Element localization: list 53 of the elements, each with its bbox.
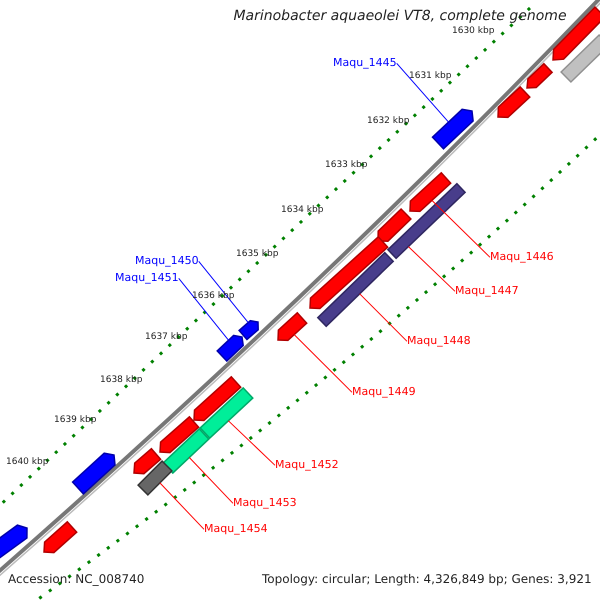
gene-label: Maqu_1450 [135,255,199,268]
tick-label: 1640 kbp [6,457,48,468]
leader-line [396,62,449,123]
gene-block [386,182,466,260]
gene-glyph [193,376,242,422]
gene-block [316,252,394,328]
title: Marinobacter aquaeolei VT8, complete genome [233,8,567,24]
gene-label: Maqu_1446 [490,251,554,264]
tick-label: 1637 kbp [145,332,188,342]
gene-glyph [43,520,78,554]
gene-glyph [309,236,389,310]
leader-line [188,457,234,504]
genome-stats-text: Topology: circular; Length: 4,326,849 bp; Genes: 3,921 [262,573,592,587]
gene-glyph [133,448,162,474]
tick-label: 1633 kbp [325,160,368,170]
gene-glyph [526,62,554,89]
tick-label: 1635 kbp [236,249,278,260]
tick-label: 1632 kbp [367,116,410,126]
gene-glyph [497,86,531,118]
accession-text: Accession: NC_008740 [8,573,144,587]
gene-glyph [159,416,200,454]
gene-label: Maqu_1451 [115,272,179,285]
leader-line [178,278,229,341]
gene-block [560,34,600,84]
leader-line [159,482,204,530]
tick-label: 1639 kbp [54,415,96,426]
leader-line [359,293,408,342]
gene-glyph [238,320,259,341]
gene-label: Maqu_1448 [407,335,471,348]
gene-glyph [277,312,308,342]
gene-glyph [431,108,474,150]
tick-label: 1638 kbp [100,375,142,386]
gene-label: Maqu_1452 [275,459,339,472]
leader-line [408,246,456,292]
gene-glyph [377,208,412,242]
tick-label: 1634 kbp [281,205,324,216]
gene-glyph [409,172,452,212]
leader-line [198,260,249,324]
gene-label: Maqu_1445 [333,57,397,70]
gene-block [162,428,210,474]
gene-block [137,460,173,496]
gene-label: Maqu_1447 [455,285,519,298]
gene-block [199,386,254,440]
tick-label: 1630 kbp [452,26,494,36]
gene-glyph [216,334,244,362]
leader-line [294,334,352,393]
tick-label: 1631 kbp [409,71,452,82]
leader-line [228,420,276,466]
gene-label: Maqu_1453 [233,497,297,510]
gene-glyph [72,452,116,495]
gene-label: Maqu_1454 [204,523,268,536]
gene-label: Maqu_1449 [352,386,416,399]
leader-line [431,200,490,258]
